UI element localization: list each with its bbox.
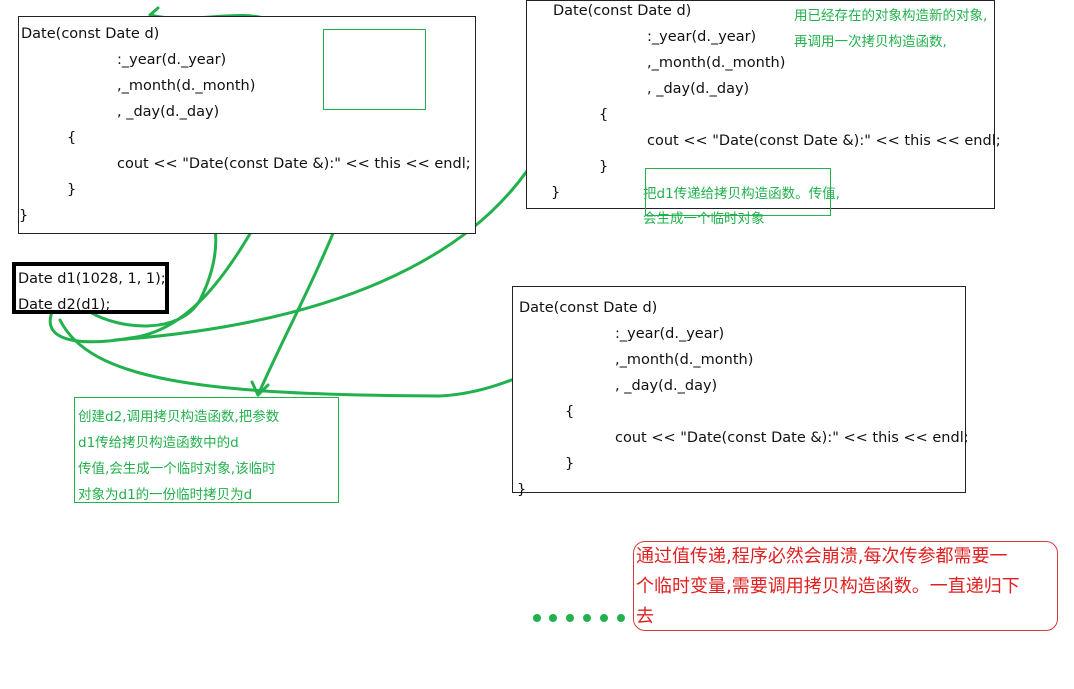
note-create-d2: 创建d2,调用拷贝构造函数,把参数 d1传给拷贝构造函数中的d 传值,会生成一个… — [74, 397, 339, 503]
arrow-d2-to-block1-bottom — [88, 213, 218, 328]
code-block-copy-ctor-1: Date(const Date d) :_year(d._year) ,_mon… — [18, 16, 476, 234]
code-line: ,_month(d._month) — [647, 55, 786, 71]
empty-highlight-box — [323, 29, 426, 110]
code-line: { — [599, 107, 609, 123]
code-line: } — [599, 159, 609, 175]
code-line: Date d1(1028, 1, 1); — [18, 271, 166, 287]
code-line: , _day(d._day) — [615, 378, 718, 394]
code-line: cout << "Date(const Date &):" << this <<… — [117, 156, 471, 172]
code-line: } — [517, 482, 527, 498]
code-line: ,_month(d._month) — [117, 78, 256, 94]
code-line: cout << "Date(const Date &):" << this <<… — [615, 430, 969, 446]
code-line: , _day(d._day) — [647, 81, 750, 97]
code-line: } — [19, 208, 29, 224]
note-infinite-recursion-warning: 通过值传递,程序必然会崩溃,每次传参都需要一 个临时变量,需要调用拷贝构造函数。… — [633, 541, 1058, 631]
code-block-copy-ctor-2: Date(const Date d) :_year(d._year) ,_mon… — [526, 0, 1001, 209]
code-line: } — [67, 182, 77, 198]
code-line: :_year(d._year) — [117, 52, 227, 68]
code-call-site: Date d1(1028, 1, 1); Date d2(d1); — [12, 262, 169, 314]
code-line: Date(const Date d) — [553, 3, 692, 19]
code-block-copy-ctor-3: Date(const Date d) :_year(d._year) ,_mon… — [512, 286, 969, 498]
note-construct-new-object: 用已经存在的对象构造新的对象, 再调用一次拷贝构造函数, — [794, 8, 988, 50]
code-line: } — [565, 456, 575, 472]
code-line: :_year(d._year) — [615, 326, 725, 342]
code-line: Date(const Date d) — [519, 300, 658, 316]
code-line: :_year(d._year) — [647, 29, 757, 45]
code-line: , _day(d._day) — [117, 104, 220, 120]
code-line: Date(const Date d) — [21, 26, 160, 42]
code-line: } — [551, 185, 561, 201]
code-line: { — [67, 130, 77, 146]
code-line: ,_month(d._month) — [615, 352, 754, 368]
code-line: { — [565, 404, 575, 420]
code-line: cout << "Date(const Date &):" << this <<… — [647, 133, 1001, 149]
ellipsis-dots — [533, 614, 625, 622]
note-pass-by-value: 把d1传递给拷贝构造函数。传值, 会生成一个临时对象 — [643, 168, 840, 227]
code-line: Date d2(d1); — [18, 297, 111, 313]
